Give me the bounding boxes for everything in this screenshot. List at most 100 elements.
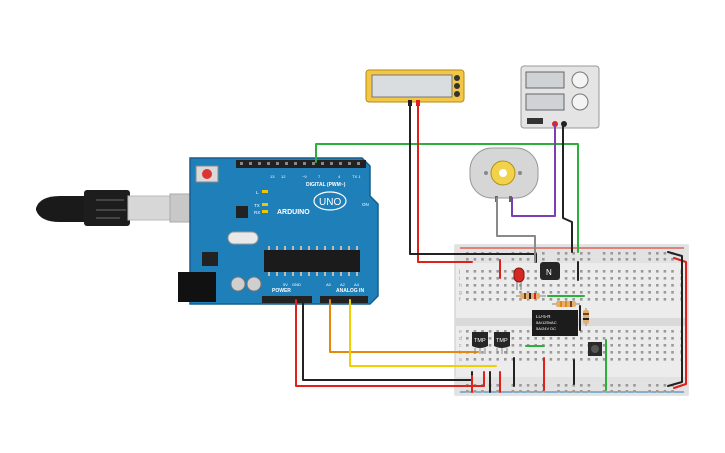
breadboard-hole[interactable]: [671, 351, 674, 354]
breadboard-hole[interactable]: [671, 258, 674, 261]
breadboard-hole[interactable]: [511, 344, 515, 347]
breadboard-hole[interactable]: [542, 252, 545, 255]
wire-red-right-rail[interactable]: [673, 257, 687, 389]
breadboard-hole[interactable]: [557, 252, 560, 255]
breadboard-hole[interactable]: [496, 298, 499, 301]
breadboard-hole[interactable]: [640, 277, 644, 280]
breadboard-hole[interactable]: [542, 284, 545, 287]
breadboard-hole[interactable]: [496, 270, 499, 273]
wire-yellow-a2[interactable]: [349, 299, 497, 367]
breadboard-hole[interactable]: [602, 337, 606, 340]
breadboard-hole[interactable]: [511, 298, 515, 301]
breadboard-hole[interactable]: [488, 358, 492, 361]
breadboard-hole[interactable]: [526, 330, 530, 333]
breadboard-hole[interactable]: [618, 358, 621, 361]
breadboard-hole[interactable]: [481, 298, 484, 301]
breadboard-hole[interactable]: [519, 358, 522, 361]
breadboard-hole[interactable]: [633, 330, 636, 333]
breadboard-hole[interactable]: [473, 270, 477, 273]
breadboard-hole[interactable]: [656, 291, 659, 294]
breadboard-hole[interactable]: [663, 277, 667, 280]
breadboard-hole[interactable]: [504, 291, 507, 294]
breadboard-hole[interactable]: [564, 298, 568, 301]
breadboard-hole[interactable]: [640, 344, 644, 347]
breadboard-hole[interactable]: [580, 291, 583, 294]
breadboard-hole[interactable]: [549, 284, 553, 287]
breadboard-hole[interactable]: [572, 344, 575, 347]
breadboard-hole[interactable]: [557, 384, 560, 387]
breadboard-hole[interactable]: [557, 258, 560, 261]
breadboard-hole[interactable]: [481, 270, 484, 273]
breadboard-hole[interactable]: [610, 252, 613, 255]
breadboard-hole[interactable]: [488, 291, 492, 294]
breadboard-hole[interactable]: [580, 344, 583, 347]
breadboard-hole[interactable]: [663, 298, 667, 301]
arduino-uno-board[interactable]: DIGITAL (PWM~) ARDUINO UNO L TX RX ON PO…: [178, 157, 379, 305]
breadboard-hole[interactable]: [663, 390, 667, 393]
breadboard-hole[interactable]: [542, 291, 545, 294]
breadboard-hole[interactable]: [466, 277, 469, 280]
breadboard-hole[interactable]: [671, 298, 674, 301]
usb-cable[interactable]: [36, 190, 199, 226]
breadboard-hole[interactable]: [473, 284, 477, 287]
breadboard-hole[interactable]: [610, 390, 613, 393]
breadboard-hole[interactable]: [488, 258, 492, 261]
breadboard-hole[interactable]: [595, 330, 598, 333]
breadboard-hole[interactable]: [526, 291, 530, 294]
breadboard-hole[interactable]: [602, 291, 606, 294]
dc-motor[interactable]: [469, 147, 539, 202]
temperature-sensor-2[interactable]: TMP: [494, 332, 510, 354]
breadboard-hole[interactable]: [587, 384, 591, 387]
breadboard-hole[interactable]: [557, 358, 560, 361]
breadboard-hole[interactable]: [595, 298, 598, 301]
breadboard-hole[interactable]: [602, 351, 606, 354]
breadboard-hole[interactable]: [595, 284, 598, 287]
breadboard-hole[interactable]: [519, 298, 522, 301]
breadboard-hole[interactable]: [618, 252, 621, 255]
breadboard-hole[interactable]: [473, 277, 477, 280]
breadboard-hole[interactable]: [663, 330, 667, 333]
breadboard-hole[interactable]: [671, 390, 674, 393]
breadboard-hole[interactable]: [618, 330, 621, 333]
breadboard-hole[interactable]: [648, 277, 651, 280]
breadboard-hole[interactable]: [534, 351, 537, 354]
power-supply[interactable]: [520, 65, 600, 129]
breadboard-hole[interactable]: [610, 291, 613, 294]
breadboard-hole[interactable]: [618, 351, 621, 354]
breadboard-hole[interactable]: [580, 384, 583, 387]
breadboard-hole[interactable]: [519, 344, 522, 347]
breadboard-hole[interactable]: [625, 291, 629, 294]
breadboard-hole[interactable]: [587, 337, 591, 340]
breadboard-hole[interactable]: [572, 270, 575, 273]
breadboard-hole[interactable]: [633, 390, 636, 393]
breadboard-hole[interactable]: [549, 351, 553, 354]
breadboard-hole[interactable]: [519, 384, 522, 387]
breadboard-hole[interactable]: [572, 351, 575, 354]
breadboard-hole[interactable]: [564, 284, 568, 287]
breadboard-hole[interactable]: [534, 298, 537, 301]
breadboard-hole[interactable]: [671, 291, 674, 294]
breadboard-hole[interactable]: [504, 284, 507, 287]
breadboard-hole[interactable]: [504, 358, 507, 361]
breadboard-hole[interactable]: [602, 358, 606, 361]
breadboard-hole[interactable]: [587, 284, 591, 287]
breadboard-holes[interactable]: [466, 252, 674, 393]
breadboard-hole[interactable]: [587, 258, 591, 261]
breadboard-hole[interactable]: [633, 258, 636, 261]
breadboard-hole[interactable]: [580, 390, 583, 393]
breadboard-hole[interactable]: [610, 284, 613, 287]
breadboard-hole[interactable]: [610, 344, 613, 347]
breadboard-hole[interactable]: [625, 390, 629, 393]
breadboard-hole[interactable]: [633, 270, 636, 273]
breadboard-hole[interactable]: [656, 298, 659, 301]
breadboard-hole[interactable]: [542, 258, 545, 261]
breadboard-hole[interactable]: [572, 337, 575, 340]
breadboard-hole[interactable]: [656, 384, 659, 387]
breadboard-hole[interactable]: [496, 384, 499, 387]
breadboard-hole[interactable]: [656, 284, 659, 287]
breadboard-hole[interactable]: [618, 291, 621, 294]
breadboard-hole[interactable]: [656, 330, 659, 333]
breadboard-hole[interactable]: [526, 277, 530, 280]
breadboard-hole[interactable]: [466, 330, 469, 333]
breadboard-hole[interactable]: [526, 284, 530, 287]
